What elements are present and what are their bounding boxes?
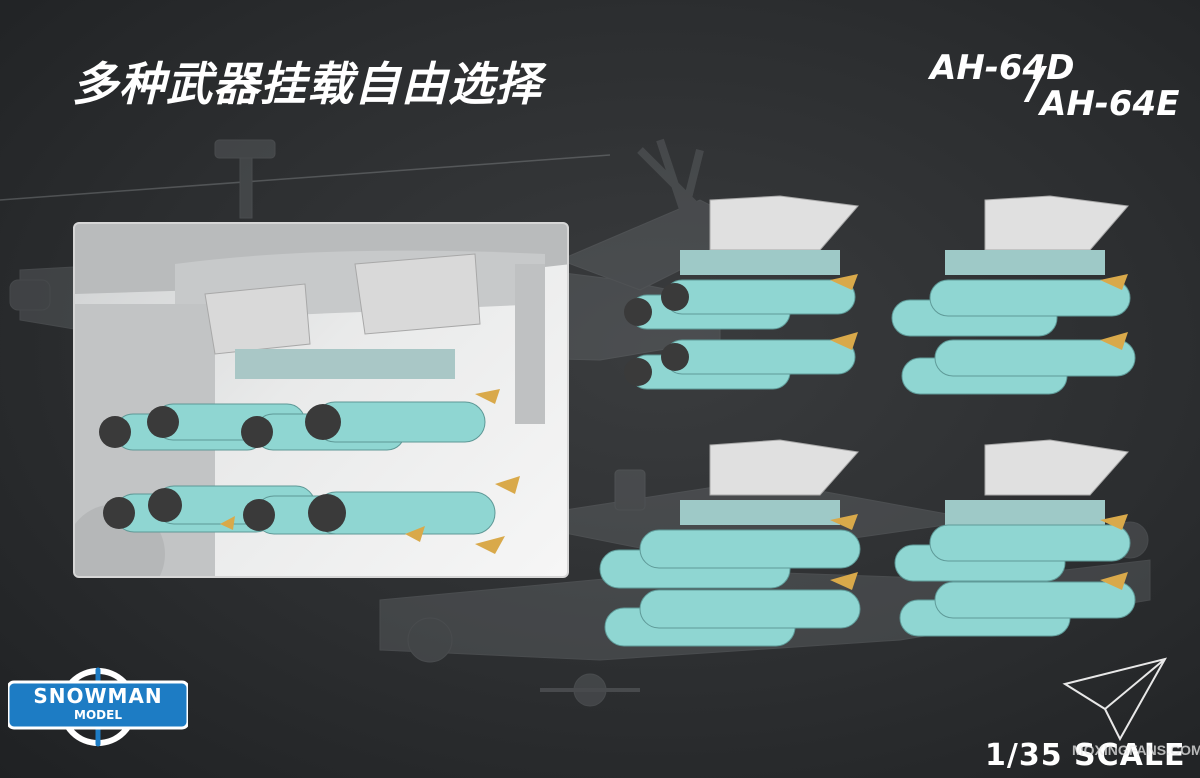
launcher-variant-4 — [894, 439, 1136, 637]
model-primary: AH-64D — [930, 48, 1075, 88]
paper-plane-icon — [1062, 657, 1168, 742]
snowflake-icon — [8, 667, 188, 747]
scale-label: 1/35 SCALE — [985, 738, 1186, 773]
closeup-render — [75, 224, 567, 576]
launcher-variant-2 — [891, 195, 1136, 395]
brand-name: SNOWMAN — [33, 684, 163, 708]
watermark: MOXINGFANS.COM — [1072, 742, 1200, 758]
brand-subname: MODEL — [74, 708, 122, 722]
closeup-photo — [73, 222, 569, 578]
model-secondary: AH-64E — [1040, 84, 1180, 124]
launcher-variant-1 — [624, 195, 859, 390]
launcher-variant-3 — [599, 439, 861, 647]
brand-logo: SNOWMAN MODEL — [8, 662, 188, 752]
model-separator: / — [1028, 58, 1045, 109]
headline: 多种武器挂载自由选择 — [72, 57, 542, 111]
